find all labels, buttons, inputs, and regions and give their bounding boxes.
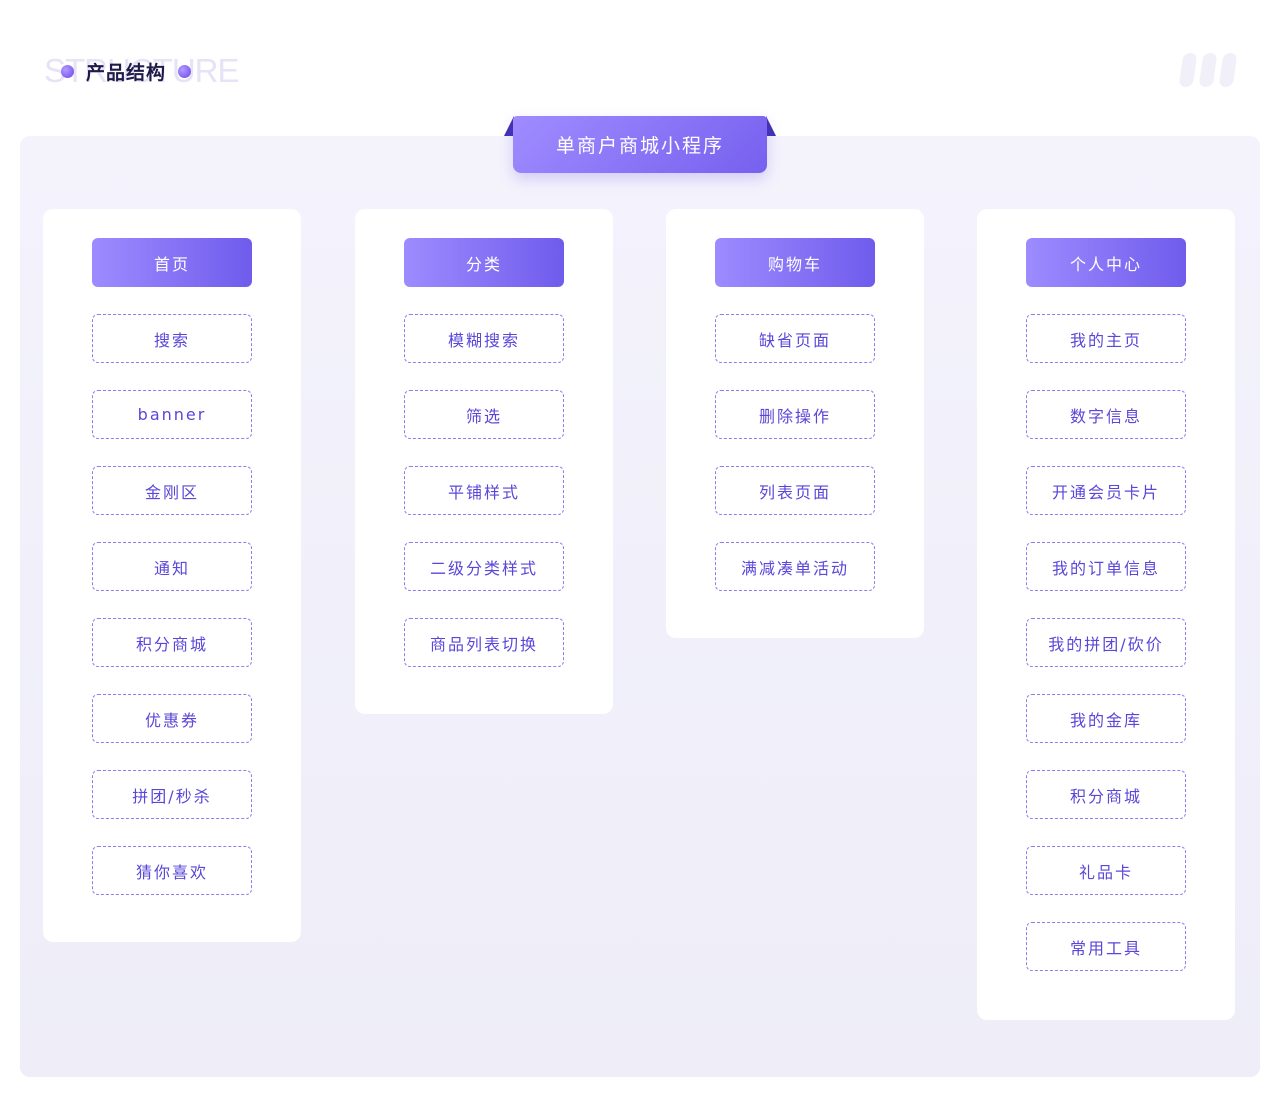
node-item: 常用工具 bbox=[1026, 922, 1186, 971]
node-item: 列表页面 bbox=[715, 466, 875, 515]
node-item: 删除操作 bbox=[715, 390, 875, 439]
node-item: 拼团/秒杀 bbox=[92, 770, 252, 819]
node-item: 模糊搜索 bbox=[404, 314, 564, 363]
node-item: 开通会员卡片 bbox=[1026, 466, 1186, 515]
node-item: 满减凑单活动 bbox=[715, 542, 875, 591]
column-header: 购物车 bbox=[715, 238, 875, 287]
node-item: 商品列表切换 bbox=[404, 618, 564, 667]
root-node: 单商户商城小程序 bbox=[513, 116, 767, 173]
column-category: 分类 模糊搜索 筛选 平铺样式 二级分类样式 商品列表切换 bbox=[355, 209, 613, 714]
column-cart: 购物车 缺省页面 删除操作 列表页面 满减凑单活动 bbox=[666, 209, 924, 638]
node-item: 我的金库 bbox=[1026, 694, 1186, 743]
ribbon-fold-right bbox=[766, 116, 776, 136]
node-item: 礼品卡 bbox=[1026, 846, 1186, 895]
node-item: 数字信息 bbox=[1026, 390, 1186, 439]
node-item: 平铺样式 bbox=[404, 466, 564, 515]
column-header: 个人中心 bbox=[1026, 238, 1186, 287]
node-item: 二级分类样式 bbox=[404, 542, 564, 591]
bar-shape bbox=[1178, 53, 1198, 87]
node-item: 通知 bbox=[92, 542, 252, 591]
section-header: STRUCTURE 产品结构 bbox=[44, 50, 344, 90]
node-item: 猜你喜欢 bbox=[92, 846, 252, 895]
node-item: 我的订单信息 bbox=[1026, 542, 1186, 591]
node-item: 搜索 bbox=[92, 314, 252, 363]
three-bars-icon bbox=[1178, 53, 1238, 87]
node-item: 缺省页面 bbox=[715, 314, 875, 363]
node-item: 筛选 bbox=[404, 390, 564, 439]
column-header: 首页 bbox=[92, 238, 252, 287]
node-item: banner bbox=[92, 390, 252, 439]
node-item: 优惠券 bbox=[92, 694, 252, 743]
column-profile: 个人中心 我的主页 数字信息 开通会员卡片 我的订单信息 我的拼团/砍价 我的金… bbox=[977, 209, 1235, 1020]
node-item: 金刚区 bbox=[92, 466, 252, 515]
node-item: 积分商城 bbox=[92, 618, 252, 667]
bar-shape bbox=[1218, 53, 1238, 87]
background-watermark-word: STRUCTURE bbox=[44, 52, 239, 89]
bullet-dot-icon bbox=[178, 65, 192, 78]
bar-shape bbox=[1198, 53, 1218, 87]
node-item: 我的拼团/砍价 bbox=[1026, 618, 1186, 667]
section-title-group: 产品结构 bbox=[61, 58, 192, 85]
node-item: 我的主页 bbox=[1026, 314, 1186, 363]
bullet-dot-icon bbox=[61, 65, 74, 78]
ribbon-fold-left bbox=[504, 116, 514, 136]
section-title: 产品结构 bbox=[86, 62, 167, 84]
column-home: 首页 搜索 banner 金刚区 通知 积分商城 优惠券 拼团/秒杀 猜你喜欢 bbox=[43, 209, 301, 942]
node-item: 积分商城 bbox=[1026, 770, 1186, 819]
column-header: 分类 bbox=[404, 238, 564, 287]
